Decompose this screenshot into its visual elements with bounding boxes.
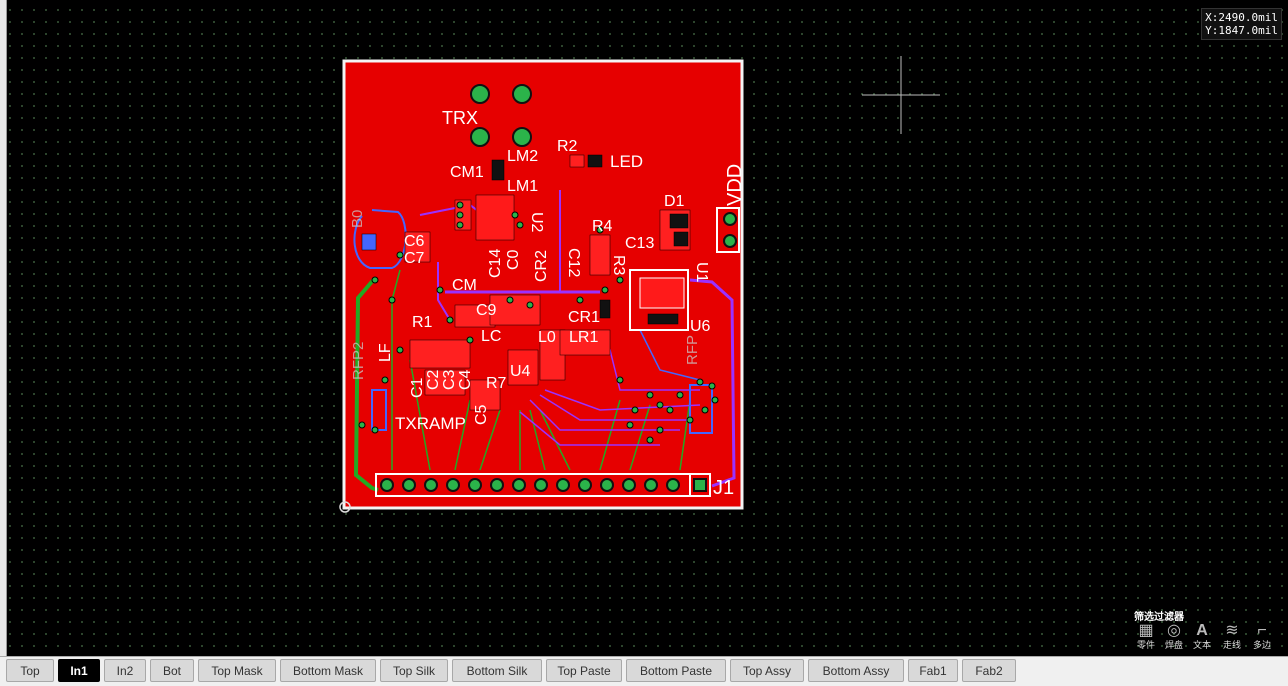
label-cr2: CR2 xyxy=(533,250,550,282)
coord-x: X:2490.0mil xyxy=(1205,11,1278,24)
filter-trace-button[interactable]: ≋ 走线 xyxy=(1220,622,1244,650)
label-c0: C0 xyxy=(505,249,522,270)
tab-top-silk[interactable]: Top Silk xyxy=(380,659,448,682)
label-lr1: LR1 xyxy=(569,329,598,346)
label-u4: U4 xyxy=(510,363,531,380)
label-rfp: RFP xyxy=(684,335,701,365)
filter-text-button[interactable]: A 文本 xyxy=(1190,622,1214,650)
tab-top[interactable]: Top xyxy=(6,659,54,682)
coord-y: Y:1847.0mil xyxy=(1205,24,1278,37)
label-lf: LF xyxy=(377,343,394,362)
label-c13: C13 xyxy=(625,235,654,252)
label-r7: R7 xyxy=(486,375,507,392)
label-cm: CM xyxy=(452,277,477,294)
label-c9: C9 xyxy=(476,302,497,319)
filter-title: 筛选过滤器 xyxy=(1134,612,1184,623)
label-r2: R2 xyxy=(557,138,578,155)
cursor-crosshair xyxy=(862,56,940,134)
filter-toolbar: 筛选过滤器 ▦ 零件 ◎ 焊盘 A 文本 ≋ 走线 ⌐ 多边 xyxy=(1132,606,1282,652)
filter-component-button[interactable]: ▦ 零件 xyxy=(1134,622,1158,650)
tab-fab1[interactable]: Fab1 xyxy=(908,659,958,682)
filter-pad-button[interactable]: ◎ 焊盘 xyxy=(1162,622,1186,650)
label-txramp: TXRAMP xyxy=(395,414,466,433)
label-lm2: LM2 xyxy=(507,148,538,165)
label-u6: U6 xyxy=(690,318,711,335)
label-led: LED xyxy=(610,152,643,171)
label-r1: R1 xyxy=(412,314,433,331)
silkscreen-labels: TRX LM2 CM1 LM1 R2 LED D1 R4 C13 C6 C7 C… xyxy=(377,108,746,499)
tab-bottom-silk[interactable]: Bottom Silk xyxy=(452,659,542,682)
label-cr1: CR1 xyxy=(568,309,600,326)
polygon-icon: ⌐ xyxy=(1257,622,1267,639)
label-u1: U1 xyxy=(693,262,710,283)
vias xyxy=(358,201,719,444)
pad-icon: ◎ xyxy=(1167,622,1181,639)
traces xyxy=(353,190,736,492)
label-c3: C3 xyxy=(441,369,458,390)
components xyxy=(361,154,713,434)
tab-in2[interactable]: In2 xyxy=(104,659,146,682)
text-icon: A xyxy=(1196,622,1208,639)
label-c14: C14 xyxy=(487,249,504,278)
filter-polygon-button[interactable]: ⌐ 多边 xyxy=(1250,622,1274,650)
tab-top-paste[interactable]: Top Paste xyxy=(546,659,622,682)
label-c4: C4 xyxy=(457,369,474,390)
tab-top-assy[interactable]: Top Assy xyxy=(730,659,804,682)
label-b0: B0 xyxy=(349,210,366,228)
tab-bottom-paste[interactable]: Bottom Paste xyxy=(626,659,726,682)
label-d1: D1 xyxy=(664,193,685,210)
label-c6: C6 xyxy=(404,233,425,250)
tab-top-mask[interactable]: Top Mask xyxy=(198,659,276,682)
label-c5: C5 xyxy=(473,404,490,425)
vdd-connector-outline xyxy=(716,207,740,253)
component-icon: ▦ xyxy=(1138,622,1154,639)
tab-bottom-mask[interactable]: Bottom Mask xyxy=(280,659,376,682)
tab-in1[interactable]: In1 xyxy=(58,659,100,682)
label-c12: C12 xyxy=(565,248,582,277)
label-c7: C7 xyxy=(404,250,425,267)
label-u2: U2 xyxy=(528,212,545,233)
label-r3: R3 xyxy=(610,255,627,276)
label-lm1: LM1 xyxy=(507,178,538,195)
label-c2: C2 xyxy=(425,369,442,390)
label-r4: R4 xyxy=(592,218,613,235)
trace-icon: ≋ xyxy=(1225,622,1239,639)
label-lc: LC xyxy=(481,328,501,345)
coordinate-readout: X:2490.0mil Y:1847.0mil xyxy=(1201,8,1282,40)
label-trx: TRX xyxy=(442,108,478,128)
tab-bottom-assy[interactable]: Bottom Assy xyxy=(808,659,904,682)
left-edge-bar xyxy=(0,0,7,656)
label-rfp2: RFP2 xyxy=(350,342,367,380)
through-hole-pads xyxy=(470,84,737,248)
board-outline xyxy=(342,59,744,510)
label-l0: L0 xyxy=(538,329,556,346)
layer-tab-bar: Top In1 In2 Bot Top Mask Bottom Mask Top… xyxy=(0,656,1288,686)
label-vdd: VDD xyxy=(724,164,746,206)
tab-fab2[interactable]: Fab2 xyxy=(962,659,1016,682)
tab-bot[interactable]: Bot xyxy=(150,659,194,682)
bottom-silk-labels: RFP2 RFP B0 xyxy=(349,210,701,380)
label-j1: J1 xyxy=(713,477,734,499)
label-cm1: CM1 xyxy=(450,164,484,181)
j1-header xyxy=(375,473,711,497)
origin-marker xyxy=(339,501,351,513)
pcb-board[interactable]: TRX LM2 CM1 LM1 R2 LED D1 R4 C13 C6 C7 C… xyxy=(0,0,1288,656)
label-c1: C1 xyxy=(409,377,426,398)
